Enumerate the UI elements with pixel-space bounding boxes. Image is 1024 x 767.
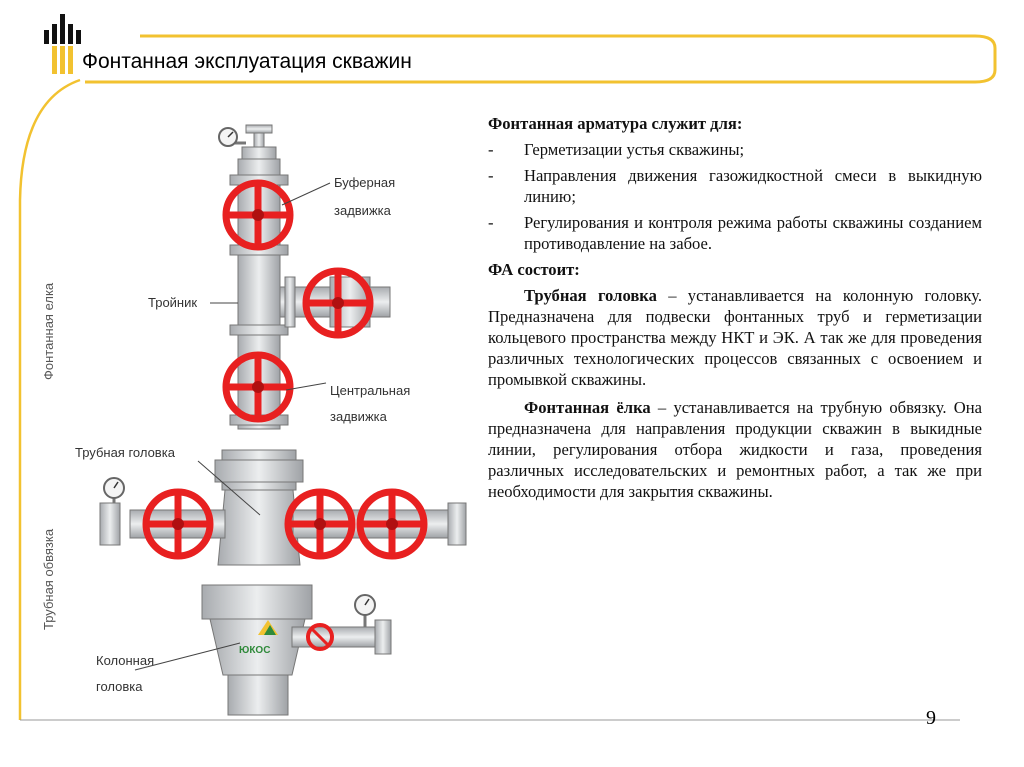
right-wing-valve-wheel-1	[284, 488, 356, 560]
top-pressure-gauge	[218, 127, 246, 147]
svg-text:ЮКОС: ЮКОС	[239, 645, 270, 656]
yukos-logo: ЮКОС	[239, 620, 278, 656]
list-item: - Герметизации устья скважины;	[488, 140, 745, 159]
casing-small-valve	[306, 623, 334, 651]
paragraph-tubing-head: Трубная головка – устанавливается на кол…	[488, 286, 982, 389]
paragraph-christmas-tree: Фонтанная ёлка – устанавливается на труб…	[488, 398, 982, 501]
casing-head-flange	[201, 584, 313, 620]
right-wing-valve-wheel-2	[356, 488, 428, 560]
leader-lines	[134, 182, 331, 671]
left-pressure-gauge	[103, 477, 125, 503]
label-centralnaya-1: Центральная	[330, 383, 410, 398]
list-item: - Регулирования и контроля режима работы…	[488, 213, 982, 253]
label-bufernaya-2: задвижка	[334, 203, 392, 218]
left-wing-valve-wheel	[142, 488, 214, 560]
content-heading: Фонтанная арматура служит для:	[488, 114, 743, 133]
central-valve-wheel	[222, 351, 294, 423]
frame-left-curve	[18, 78, 81, 720]
page-number: 9	[926, 707, 936, 729]
company-logo	[44, 14, 81, 74]
wellhead-diagram: Фонтанная елка Трубная обвязка	[41, 124, 467, 716]
label-fontannaya-elka: Фонтанная елка	[41, 282, 56, 380]
content-subheading: ФА состоит:	[488, 260, 580, 279]
label-kolonnaya-2: головка	[96, 679, 143, 694]
label-trubnaya-obvyazka: Трубная обвязка	[41, 528, 56, 630]
label-bufernaya-1: Буферная	[334, 175, 395, 190]
label-kolonnaya-1: Колонная	[96, 653, 154, 668]
tee-valve-wheel	[302, 267, 374, 339]
list-item: - Направления движения газожидкостной см…	[488, 166, 982, 206]
casing-pressure-gauge	[354, 594, 376, 627]
casing-head-body	[209, 618, 306, 676]
content-text: Фонтанная арматура служит для: - Гермети…	[488, 113, 982, 509]
tubing-head-body	[217, 489, 301, 566]
top-cap	[245, 124, 273, 134]
label-trubnaya-golovka: Трубная головка	[75, 445, 176, 460]
frame-border	[85, 34, 997, 84]
page-title: Фонтанная эксплуатация скважин	[82, 50, 412, 73]
label-centralnaya-2: задвижка	[330, 409, 388, 424]
buffer-valve-wheel	[222, 179, 294, 251]
label-troynik: Тройник	[148, 295, 197, 310]
